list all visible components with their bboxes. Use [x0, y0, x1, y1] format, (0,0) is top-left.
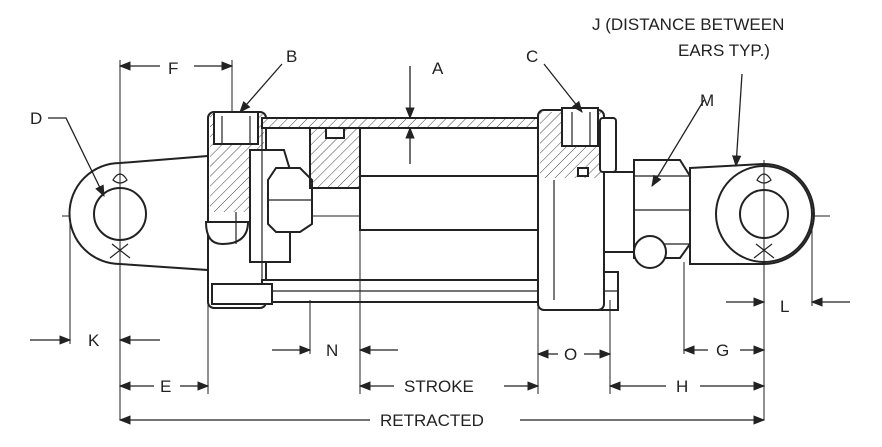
label-l: L — [780, 297, 789, 316]
labels: F B A C D M J (DISTANCE BETWEEN EARS TYP… — [30, 15, 789, 430]
tie-rods — [211, 271, 619, 311]
label-j-line1: J (DISTANCE BETWEEN — [592, 15, 784, 34]
label-stroke: STROKE — [404, 377, 474, 396]
right-end-cap — [537, 107, 617, 311]
left-clevis-eye — [68, 154, 209, 272]
label-h: H — [676, 377, 688, 396]
leaders — [48, 63, 743, 198]
rod-end-nut — [603, 159, 691, 269]
label-c: C — [526, 47, 538, 66]
label-g: G — [716, 341, 729, 360]
dimension-lines — [30, 61, 850, 425]
label-m: M — [700, 91, 714, 110]
label-j-line2: EARS TYP.) — [678, 41, 770, 60]
label-retracted: RETRACTED — [380, 411, 484, 430]
label-b: B — [286, 47, 297, 66]
left-end-cap — [204, 111, 313, 309]
label-n: N — [326, 341, 338, 360]
label-e: E — [160, 377, 171, 396]
label-k: K — [88, 331, 100, 350]
extension-lines — [69, 60, 813, 420]
right-clevis-eye — [689, 160, 815, 272]
label-d: D — [30, 109, 42, 128]
label-a: A — [432, 59, 444, 78]
piston — [309, 127, 361, 189]
label-o: O — [564, 345, 577, 364]
label-f: F — [168, 59, 178, 78]
